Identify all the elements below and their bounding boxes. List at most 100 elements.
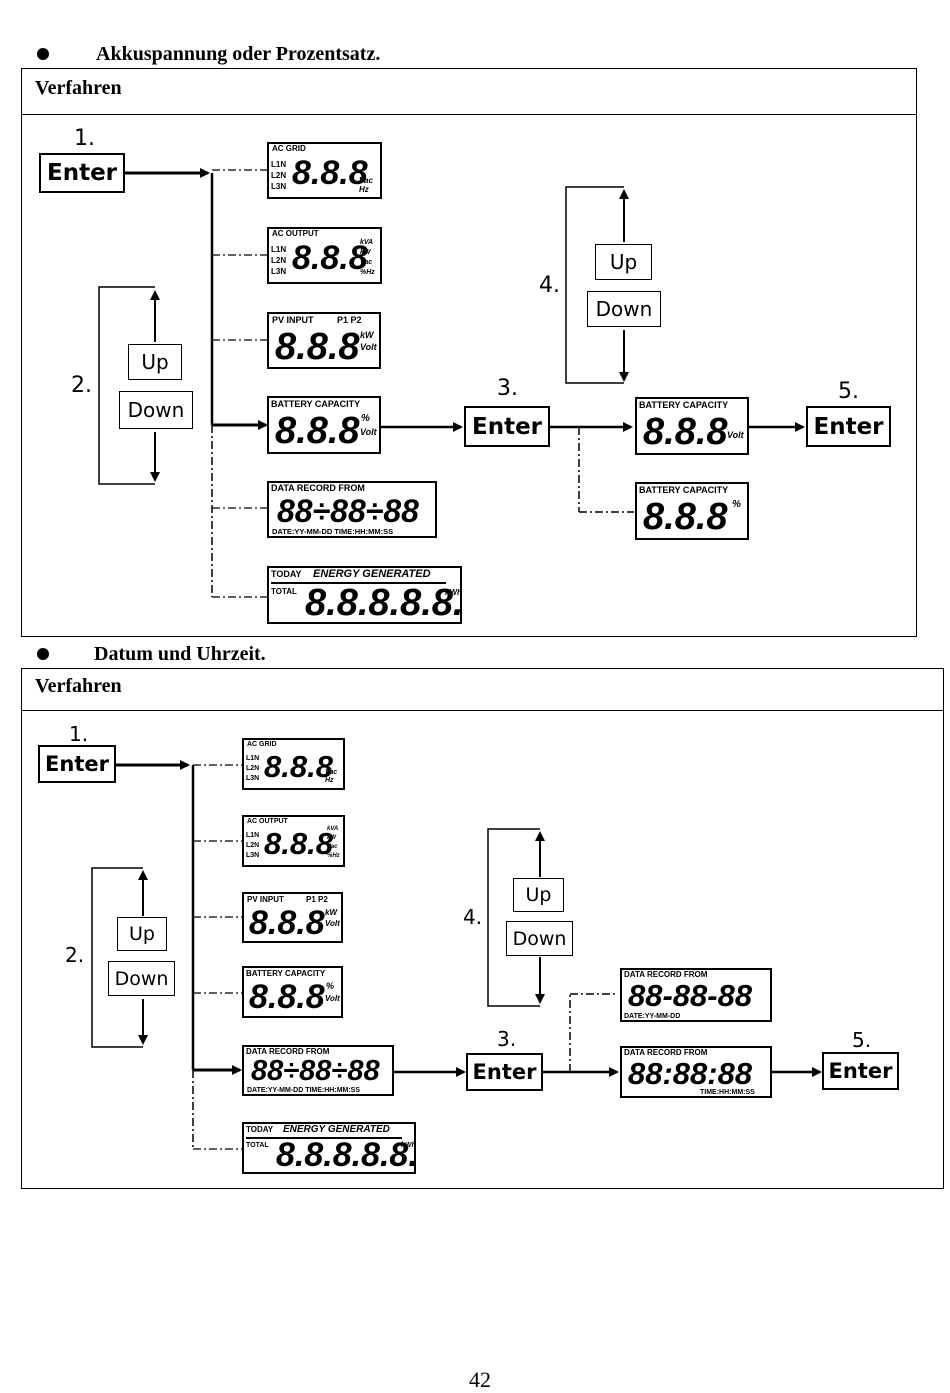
- step-2-label: 2.: [71, 373, 92, 398]
- lcd-digits: 88÷88÷88: [277, 493, 419, 529]
- lcd-pv-input: PV INPUT P1 P2 8.8.8 kW Volt: [267, 312, 381, 369]
- lcd-divider: [246, 1137, 402, 1139]
- up-button[interactable]: Up: [595, 244, 652, 280]
- lcd-digits: 88÷88÷88: [251, 1055, 380, 1087]
- bullet-icon: [37, 48, 49, 60]
- lcd-ac-grid: AC GRID L1N L2N L3N 8.8.8 Vac Hz: [242, 738, 345, 790]
- step-4-label: 4.: [463, 905, 483, 929]
- lcd-energy-generated: TODAY ENERGY GENERATED TOTAL 8.8.8.8.8.8…: [242, 1122, 416, 1174]
- step-4-label: 4.: [539, 273, 560, 298]
- lcd-title: DATA RECORD FROM: [624, 1048, 708, 1057]
- enter-button[interactable]: Enter: [806, 406, 891, 447]
- lcd-title-channels: P1 P2: [337, 315, 362, 325]
- lcd-digits: 8.8.8: [264, 826, 333, 861]
- lcd-digits: 8.8.8: [292, 239, 368, 277]
- lcd-digits: 8.8.8: [249, 978, 325, 1016]
- lcd-pv-input: PV INPUT P1 P2 8.8.8 kW Volt: [242, 892, 343, 943]
- lcd-unit: kWh: [445, 588, 462, 597]
- lcd-line-label: L2N: [271, 256, 287, 265]
- enter-button[interactable]: Enter: [38, 745, 116, 783]
- enter-button[interactable]: Enter: [466, 1053, 543, 1091]
- lcd-title: BATTERY CAPACITY: [639, 485, 729, 495]
- lcd-title: BATTERY CAPACITY: [639, 400, 729, 410]
- lcd-title: PV INPUT: [272, 315, 314, 325]
- lcd-unit: Volt: [325, 919, 340, 928]
- lcd-divider: [271, 582, 446, 584]
- lcd-title-channels: P1 P2: [306, 895, 328, 904]
- lcd-title: PV INPUT: [247, 895, 284, 904]
- lcd-title: TODAY: [246, 1125, 274, 1134]
- lcd-unit: kW: [360, 249, 371, 256]
- lcd-unit: Vac: [325, 769, 338, 776]
- step-1-label: 1.: [69, 722, 89, 746]
- lcd-digits: 8.8.8.8.8.8: [305, 582, 460, 624]
- lcd-unit: kVA: [327, 826, 339, 832]
- down-button[interactable]: Down: [119, 391, 193, 429]
- lcd-line-label: L2N: [246, 842, 260, 849]
- lcd-digits: 8.8.8: [264, 749, 333, 784]
- lcd-digits: 88-88-88: [628, 978, 753, 1013]
- lcd-digits: 8.8.8.8.8.8: [276, 1136, 414, 1174]
- lcd-title: AC OUTPUT: [272, 229, 319, 238]
- lcd-unit: Volt: [360, 427, 377, 437]
- enter-button[interactable]: Enter: [39, 153, 125, 193]
- down-button[interactable]: Down: [108, 961, 175, 996]
- lcd-title: DATA RECORD FROM: [246, 1047, 330, 1056]
- lcd-unit: %: [361, 413, 370, 424]
- up-button[interactable]: Up: [513, 878, 564, 912]
- section-heading: Datum und Uhrzeit.: [94, 643, 266, 665]
- lcd-line-label: L3N: [271, 267, 287, 276]
- step-5-label: 5.: [852, 1028, 872, 1052]
- lcd-digits: 8.8.8: [292, 154, 368, 192]
- enter-button[interactable]: Enter: [822, 1052, 899, 1090]
- lcd-title: AC OUTPUT: [247, 818, 288, 825]
- lcd-ac-output: AC OUTPUT L1N L2N L3N 8.8.8 kVA kW Vac %…: [267, 227, 382, 284]
- lcd-line-label: L2N: [271, 171, 287, 180]
- lcd-line-label: L3N: [246, 852, 260, 859]
- down-button[interactable]: Down: [587, 291, 661, 327]
- panel-title: Verfahren: [35, 77, 122, 99]
- lcd-title-energy: ENERGY GENERATED: [283, 1124, 390, 1135]
- lcd-footer: TIME:HH:MM:SS: [700, 1089, 755, 1096]
- lcd-title: BATTERY CAPACITY: [246, 969, 326, 978]
- lcd-battery-capacity: BATTERY CAPACITY 8.8.8 % Volt: [242, 966, 343, 1018]
- panel-title: Verfahren: [35, 675, 122, 697]
- lcd-line-label: L3N: [271, 182, 287, 191]
- step-5-label: 5.: [838, 379, 859, 404]
- lcd-date-result: DATA RECORD FROM 88-88-88 DATE:YY-MM-DD: [620, 968, 772, 1022]
- lcd-unit: kW: [327, 835, 336, 841]
- lcd-ac-output: AC OUTPUT L1N L2N L3N 8.8.8 kVA kW Vac %…: [242, 815, 345, 867]
- lcd-digits: 8.8.8: [249, 904, 325, 942]
- lcd-unit: kW: [360, 330, 374, 340]
- lcd-footer: DATE:YY-MM-DD: [624, 1013, 681, 1020]
- lcd-data-record: DATA RECORD FROM 88÷88÷88 DATE:YY-MM-DD …: [242, 1045, 394, 1096]
- lcd-data-record: DATA RECORD FROM 88÷88÷88 DATE:YY-MM-DD …: [267, 481, 437, 538]
- step-2-label: 2.: [65, 943, 85, 967]
- enter-button[interactable]: Enter: [464, 406, 550, 447]
- lcd-battery-percent-result: BATTERY CAPACITY 8.8.8 %: [635, 482, 749, 540]
- down-button[interactable]: Down: [506, 921, 573, 956]
- lcd-unit: Volt: [325, 994, 340, 1003]
- lcd-label: TOTAL: [271, 587, 297, 596]
- lcd-unit: %Hz: [327, 853, 340, 859]
- lcd-label: TOTAL: [246, 1142, 269, 1149]
- lcd-battery-capacity: BATTERY CAPACITY 8.8.8 % Volt: [267, 396, 381, 454]
- section-heading: Akkuspannung oder Prozentsatz.: [96, 43, 381, 65]
- lcd-digits: 8.8.8: [275, 410, 360, 452]
- lcd-unit: Hz: [325, 777, 334, 784]
- lcd-energy-generated: TODAY ENERGY GENERATED TOTAL 8.8.8.8.8.8…: [267, 566, 462, 624]
- lcd-unit: Vac: [327, 844, 338, 850]
- up-button[interactable]: Up: [128, 344, 182, 380]
- lcd-time-result: DATA RECORD FROM 88:88:88 TIME:HH:MM:SS: [620, 1046, 772, 1098]
- up-button[interactable]: Up: [117, 917, 167, 951]
- lcd-line-label: L1N: [271, 245, 287, 254]
- lcd-unit: %: [732, 499, 741, 510]
- lcd-unit: Hz: [359, 185, 369, 194]
- step-3-label: 3.: [497, 1027, 517, 1051]
- lcd-footer: DATE:YY-MM-DD TIME:HH:MM:SS: [247, 1087, 361, 1094]
- procedure-panel: Verfahren: [21, 668, 944, 1189]
- lcd-title: BATTERY CAPACITY: [271, 399, 361, 409]
- lcd-battery-volt-result: BATTERY CAPACITY 8.8.8 Volt: [635, 397, 749, 455]
- lcd-digits: 8.8.8: [643, 496, 728, 538]
